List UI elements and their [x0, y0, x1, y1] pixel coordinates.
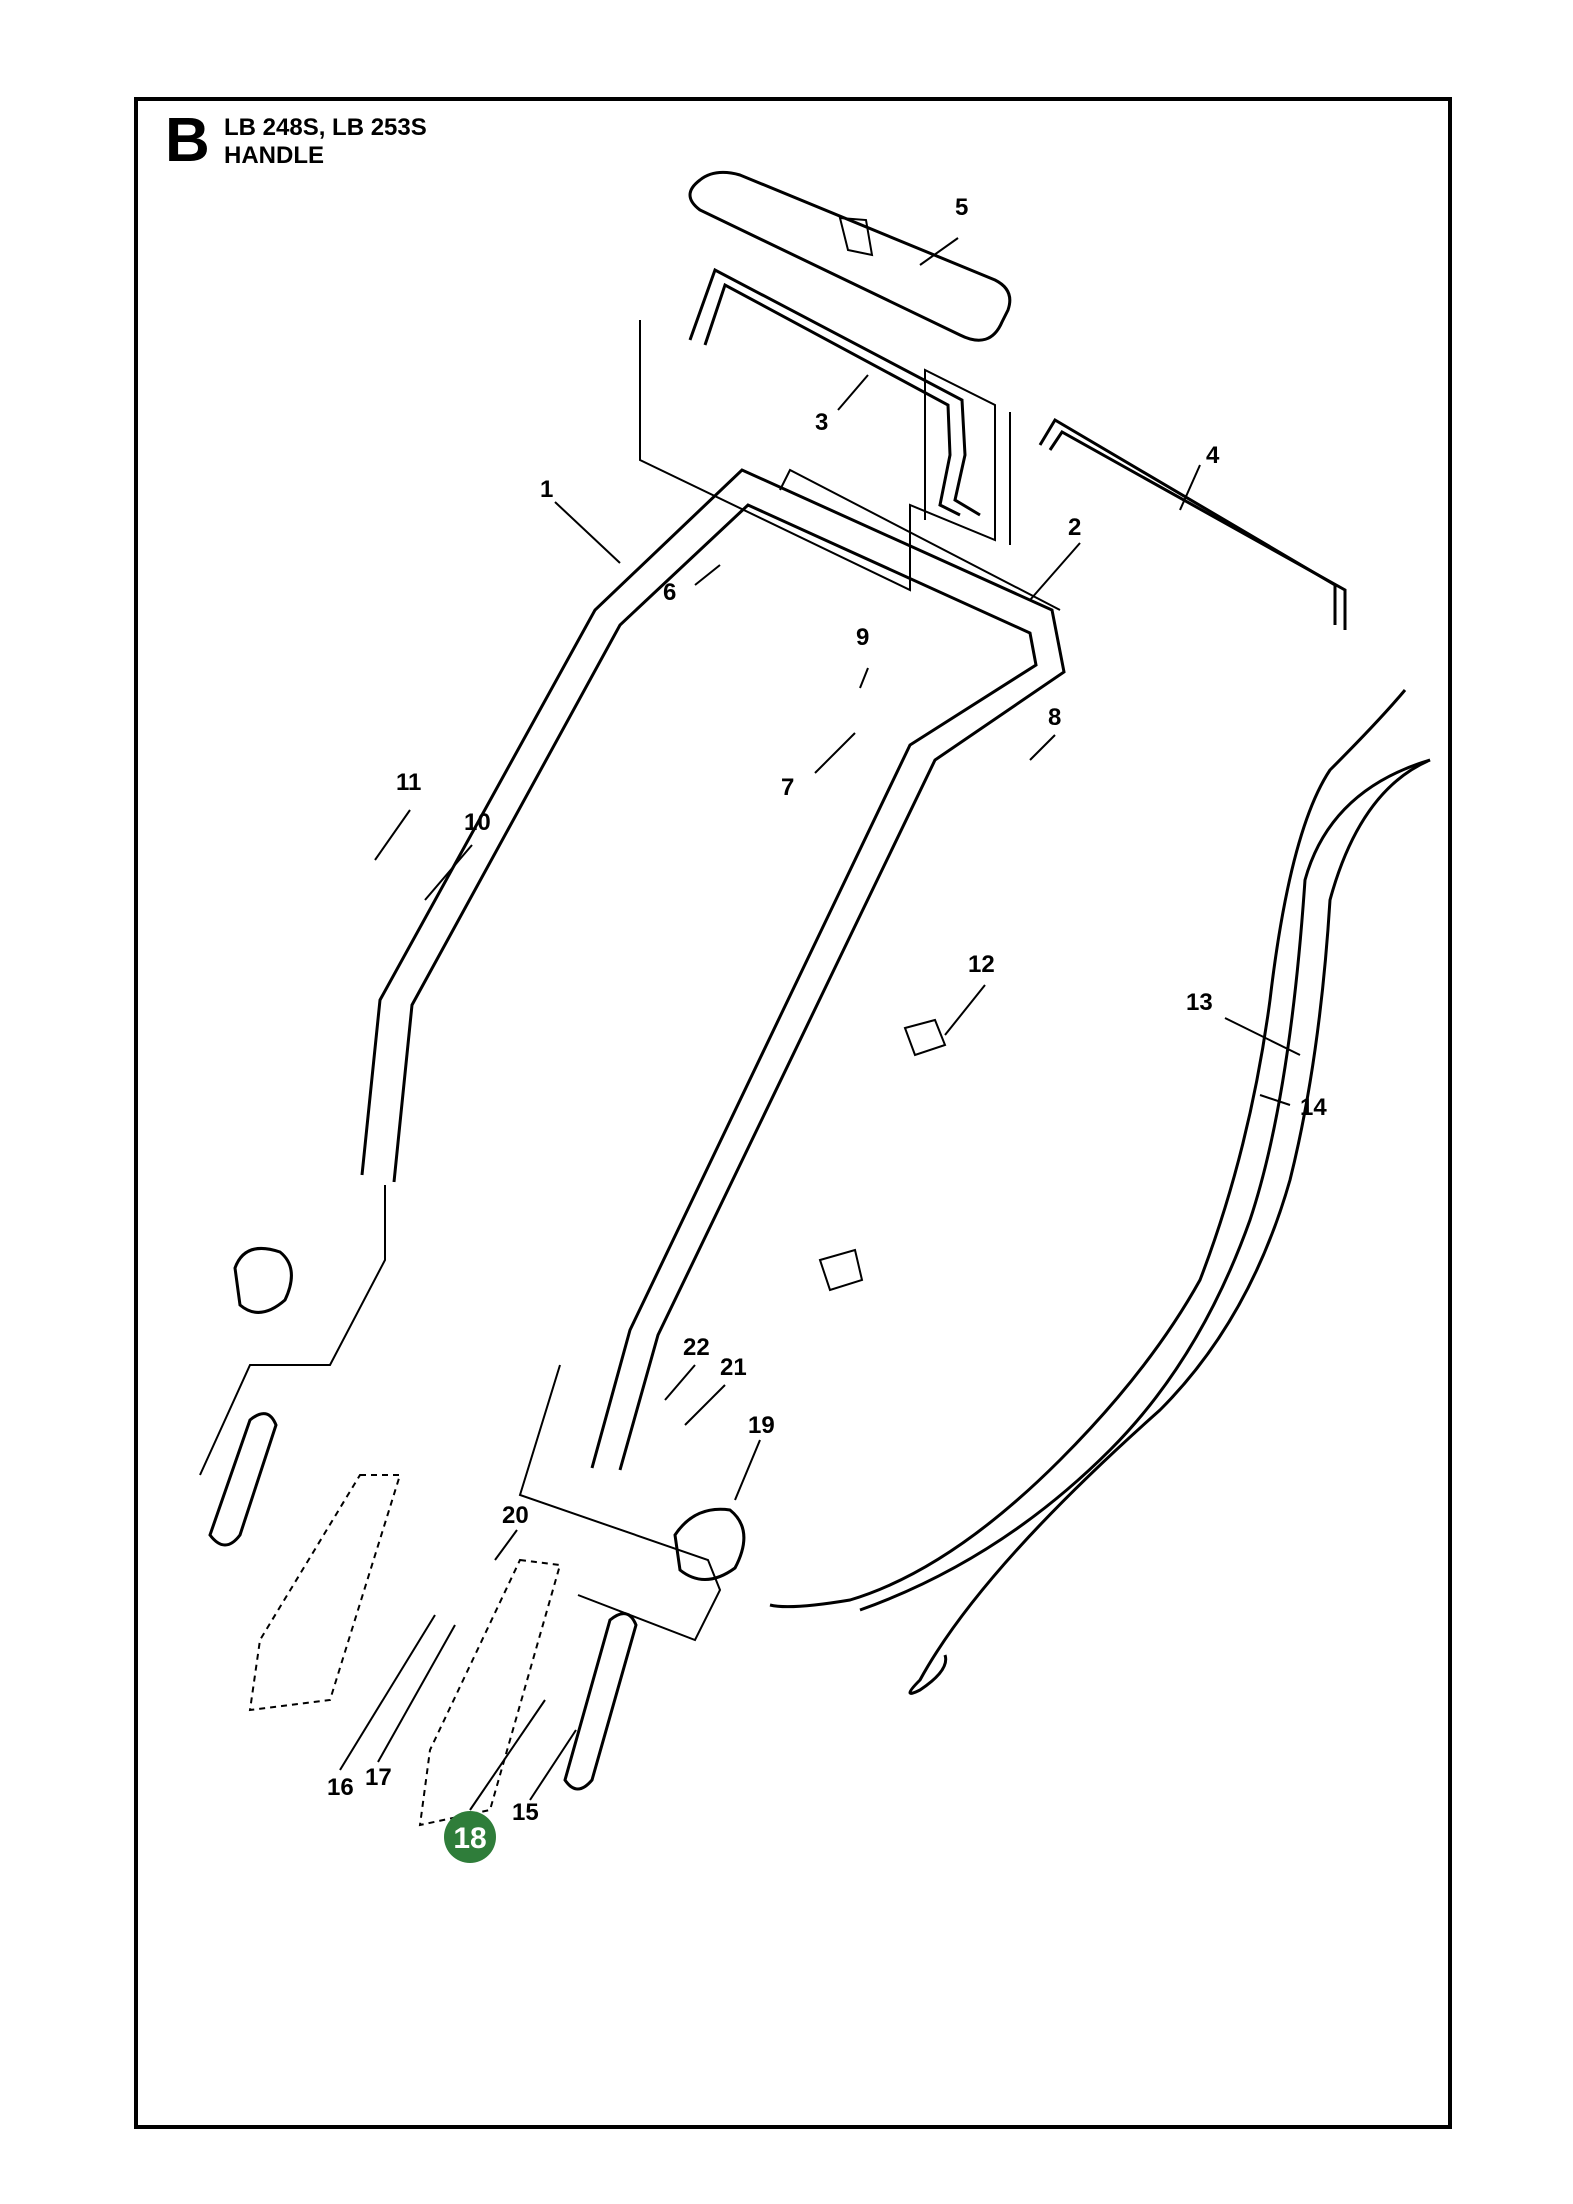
model-names: LB 248S, LB 253S — [224, 114, 427, 141]
cable-clips — [818, 1018, 947, 1292]
handle-tube — [360, 468, 1066, 1471]
control-cables — [769, 689, 1431, 1695]
part-label-15[interactable]: 15 — [512, 1799, 539, 1826]
part-label-20[interactable]: 20 — [502, 1502, 529, 1529]
part-label-1[interactable]: 1 — [540, 476, 553, 503]
part-label-19[interactable]: 19 — [748, 1412, 775, 1439]
explode-boxes — [199, 320, 1011, 1642]
knobs — [233, 1247, 746, 1581]
part-label-2[interactable]: 2 — [1068, 514, 1081, 541]
part-label-10[interactable]: 10 — [464, 809, 491, 836]
bail-lever — [688, 267, 981, 517]
part-label-21[interactable]: 21 — [720, 1354, 747, 1381]
part-label-11[interactable]: 11 — [396, 769, 421, 796]
lower-brackets — [208, 1412, 638, 1827]
part-label-13[interactable]: 13 — [1186, 989, 1213, 1016]
part-label-5[interactable]: 5 — [955, 194, 968, 221]
part-label-4[interactable]: 4 — [1206, 442, 1220, 469]
highlighted-part-label: 18 — [453, 1822, 486, 1855]
highlighted-part-badge[interactable]: 18 — [444, 1811, 496, 1863]
handle-grip — [688, 170, 1012, 342]
part-labels: 1 2 3 4 5 6 7 8 9 10 11 12 13 14 15 16 1… — [327, 194, 1327, 1826]
part-label-16[interactable]: 16 — [327, 1774, 354, 1801]
part-label-9[interactable]: 9 — [856, 624, 869, 651]
part-label-14[interactable]: 14 — [1300, 1094, 1327, 1121]
part-label-22[interactable]: 22 — [683, 1334, 710, 1361]
highlight-circle — [444, 1811, 496, 1863]
section-letter: B — [165, 106, 210, 175]
section-title: HANDLE — [224, 142, 324, 169]
part-label-12[interactable]: 12 — [968, 951, 995, 978]
part-label-3[interactable]: 3 — [815, 409, 828, 436]
part-label-17[interactable]: 17 — [365, 1764, 392, 1791]
leader-lines — [339, 237, 1301, 1811]
part-label-6[interactable]: 6 — [663, 579, 676, 606]
diagram-frame — [134, 97, 1452, 2129]
part-label-8[interactable]: 8 — [1048, 704, 1061, 731]
control-rod — [1038, 417, 1347, 630]
part-label-7[interactable]: 7 — [781, 774, 794, 801]
